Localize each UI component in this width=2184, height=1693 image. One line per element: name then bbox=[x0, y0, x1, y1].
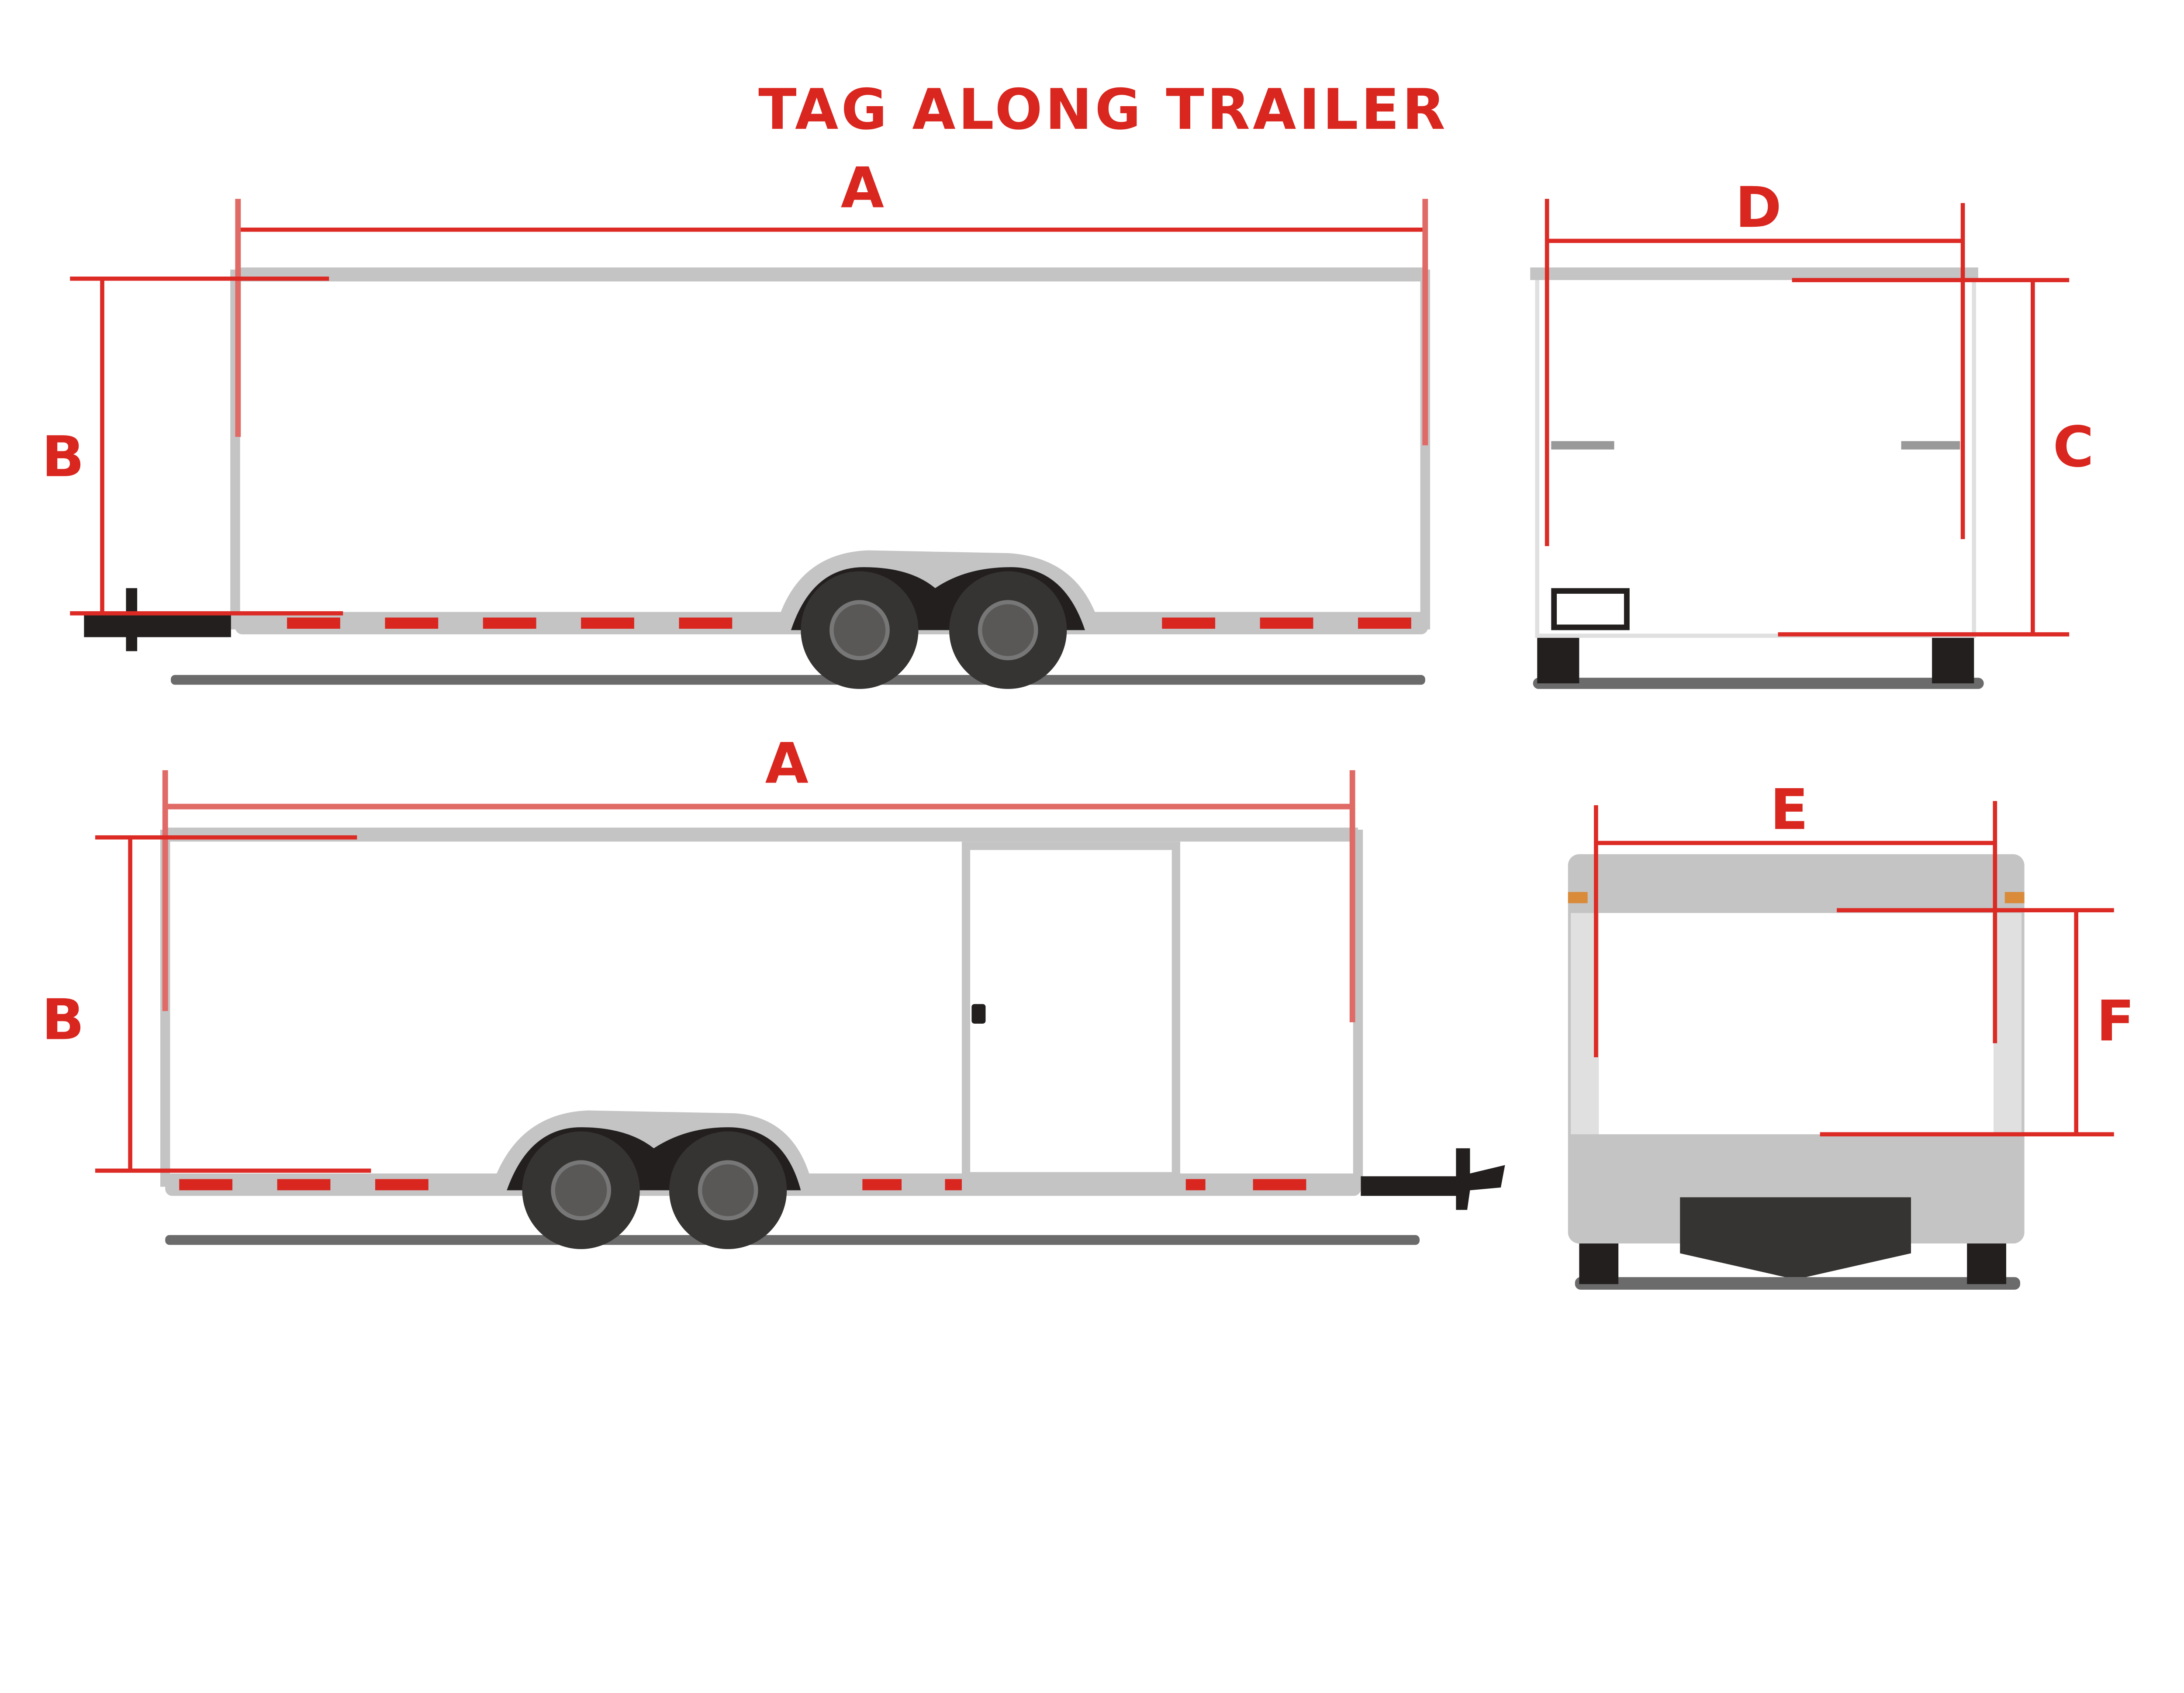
marker-light bbox=[1162, 617, 1216, 629]
roof-rail bbox=[235, 267, 1425, 282]
jack bbox=[126, 588, 138, 651]
dimension-label-b: B bbox=[41, 987, 84, 1052]
hub bbox=[978, 600, 1038, 661]
rear-door bbox=[1535, 272, 1977, 638]
side-view-bottom: A B bbox=[41, 731, 1505, 1249]
front-view: E F bbox=[1568, 777, 2135, 1290]
side-door bbox=[961, 841, 1180, 1181]
marker-light bbox=[862, 1179, 902, 1191]
side-view-top: A B bbox=[41, 156, 1431, 689]
ground-shadow bbox=[165, 1235, 1420, 1245]
marker-light bbox=[287, 617, 340, 629]
front-panel bbox=[1599, 913, 1994, 1135]
hub bbox=[698, 1160, 758, 1221]
rear-wheel bbox=[1537, 637, 1579, 684]
marker-light bbox=[1358, 617, 1411, 629]
ground-shadow bbox=[1533, 678, 1984, 689]
marker-light bbox=[1260, 617, 1313, 629]
clearance-light bbox=[1568, 892, 1588, 904]
dimension-label-a: A bbox=[765, 731, 809, 796]
front-pillar bbox=[1994, 913, 2022, 1135]
tongue bbox=[84, 612, 231, 637]
marker-light bbox=[179, 1179, 233, 1191]
hitch bbox=[1456, 1148, 1505, 1210]
diagram-title: TAG ALONG TRAILER bbox=[758, 77, 1448, 142]
roof-rail bbox=[165, 827, 1358, 842]
hitch-cover bbox=[1680, 1197, 1911, 1278]
trailer-diagram: TAG ALONG TRAILER A B D bbox=[41, 77, 2135, 1290]
license-plate bbox=[1551, 588, 1630, 630]
tongue bbox=[1361, 1176, 1459, 1196]
marker-light bbox=[679, 617, 733, 629]
marker-light bbox=[375, 1179, 429, 1191]
rear-wheel bbox=[1932, 637, 1974, 684]
front-wheel bbox=[1967, 1239, 2006, 1284]
dimension-label-b: B bbox=[41, 425, 84, 490]
marker-light bbox=[483, 617, 536, 629]
marker-light bbox=[277, 1179, 331, 1191]
marker-lights bbox=[287, 617, 1411, 629]
marker-light bbox=[581, 617, 634, 629]
dimension-label-c: C bbox=[2053, 415, 2094, 480]
dimension-label-a: A bbox=[841, 156, 884, 221]
marker-light bbox=[945, 1179, 962, 1191]
dimension-label-d: D bbox=[1735, 175, 1781, 240]
dimension-label-e: E bbox=[1770, 777, 1808, 842]
marker-light bbox=[1253, 1179, 1306, 1191]
ground-shadow bbox=[1575, 1277, 2020, 1290]
front-wheel bbox=[1579, 1239, 1619, 1284]
rear-view: D C bbox=[1530, 175, 2094, 689]
ground-shadow bbox=[171, 675, 1425, 685]
door-latch bbox=[1551, 441, 1614, 450]
hub bbox=[829, 600, 890, 661]
marker-light bbox=[385, 617, 439, 629]
door-latch bbox=[1901, 441, 1960, 450]
dimension-label-f: F bbox=[2096, 989, 2135, 1054]
door-handle bbox=[971, 1004, 986, 1024]
clearance-light bbox=[2004, 892, 2025, 904]
hub bbox=[551, 1160, 612, 1221]
marker-lights bbox=[179, 1179, 1306, 1191]
marker-light bbox=[1185, 1179, 1206, 1191]
